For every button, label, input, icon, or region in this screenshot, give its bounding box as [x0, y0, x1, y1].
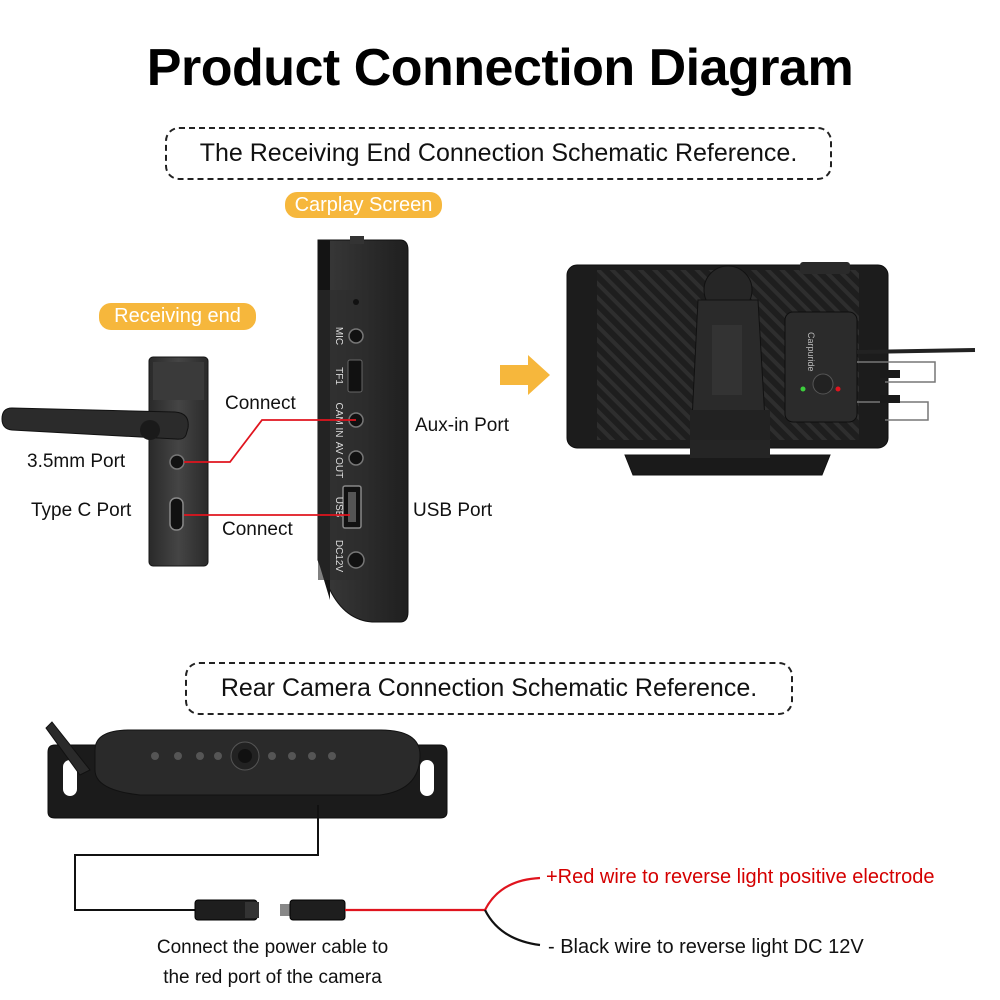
device-brand-label: Carpuride	[806, 332, 816, 372]
right-arrow-icon	[500, 355, 550, 395]
power-note-line-2: the red port of the camera	[163, 967, 382, 988]
label-connect-top: Connect	[225, 393, 296, 414]
receiving-section-heading: The Receiving End Connection Schematic R…	[165, 127, 832, 180]
dc-port-icon	[347, 551, 365, 569]
connection-lines	[184, 419, 356, 516]
label-aux-in-port: Aux-in Port	[415, 415, 509, 436]
tf-slot-icon	[347, 359, 363, 393]
power-note-line-1: Connect the power cable to	[156, 937, 389, 958]
label-red-wire: +Red wire to reverse light positive elec…	[546, 866, 935, 888]
av-out-port-icon	[348, 450, 364, 466]
screen-label-av-out: AV OUT	[333, 442, 344, 478]
screen-label-tf: TF1	[333, 367, 344, 385]
connect-line-audio	[184, 419, 356, 463]
carplay-screen-back: Carpuride	[566, 262, 976, 476]
label-usb-port: USB Port	[413, 500, 493, 521]
antenna-icon	[1, 407, 189, 440]
label-type-c-port: Type C Port	[31, 500, 132, 521]
page-title: Product Connection Diagram	[146, 39, 854, 97]
label-35mm-port: 3.5mm Port	[27, 451, 126, 472]
carplay-screen-side: MIC TF1 CAM IN AV OUT USB DC12V	[317, 236, 409, 623]
carplay-screen-badge: Carplay Screen	[285, 192, 442, 218]
rear-camera	[45, 721, 448, 819]
camera-antenna-icon	[45, 721, 91, 776]
camera-section-heading: Rear Camera Connection Schematic Referen…	[185, 662, 793, 715]
audio-jack-icon	[169, 454, 185, 470]
carplay-screen-badge-text: Carplay Screen	[294, 193, 433, 216]
label-connect-bottom: Connect	[222, 519, 293, 540]
camera-wiring	[74, 805, 541, 947]
screen-label-usb: USB	[333, 497, 344, 518]
receiving-end-badge: Receiving end	[99, 303, 256, 330]
screen-label-dc: DC12V	[333, 540, 344, 573]
receiving-end-badge-text: Receiving end	[114, 305, 241, 327]
receiving-section-heading-text: The Receiving End Connection Schematic R…	[199, 139, 798, 167]
label-black-wire: - Black wire to reverse light DC 12V	[548, 936, 864, 958]
receiving-end-device	[1, 356, 209, 567]
screen-label-mic: MIC	[333, 327, 344, 345]
camera-section-heading-text: Rear Camera Connection Schematic Referen…	[220, 674, 758, 702]
type-c-port-icon	[169, 497, 184, 531]
male-power-connector-icon	[280, 904, 290, 916]
mic-port-icon	[348, 328, 364, 344]
